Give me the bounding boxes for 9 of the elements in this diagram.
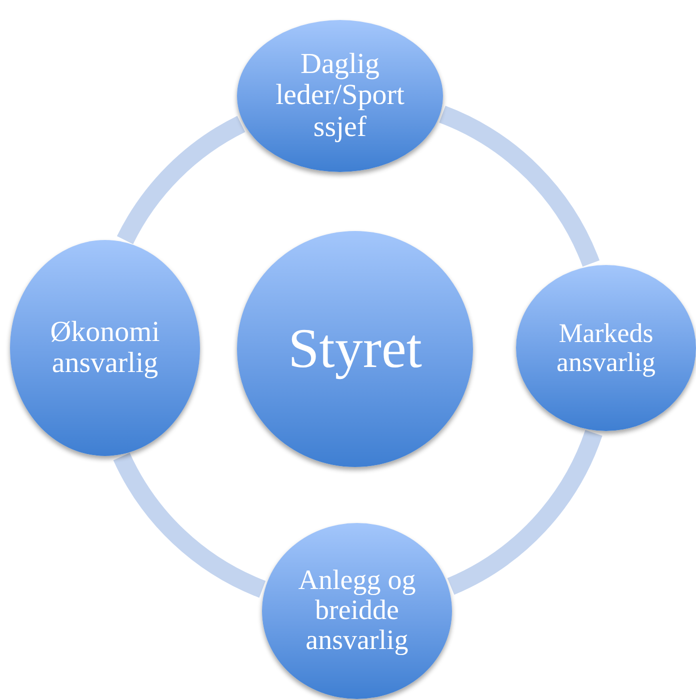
center-label: Styret (288, 318, 422, 380)
role-label: Markeds ansvarlig (556, 318, 656, 378)
role-label: Daglig leder/Sportssjef (274, 49, 406, 143)
ring-connector (114, 452, 266, 598)
ring-connector (438, 106, 600, 268)
role-label: Anlegg og breidde ansvarlig (297, 566, 417, 656)
role-label: Økonomi ansvarlig (49, 316, 161, 380)
ring-connector (117, 116, 246, 244)
ring-connector (446, 430, 602, 594)
